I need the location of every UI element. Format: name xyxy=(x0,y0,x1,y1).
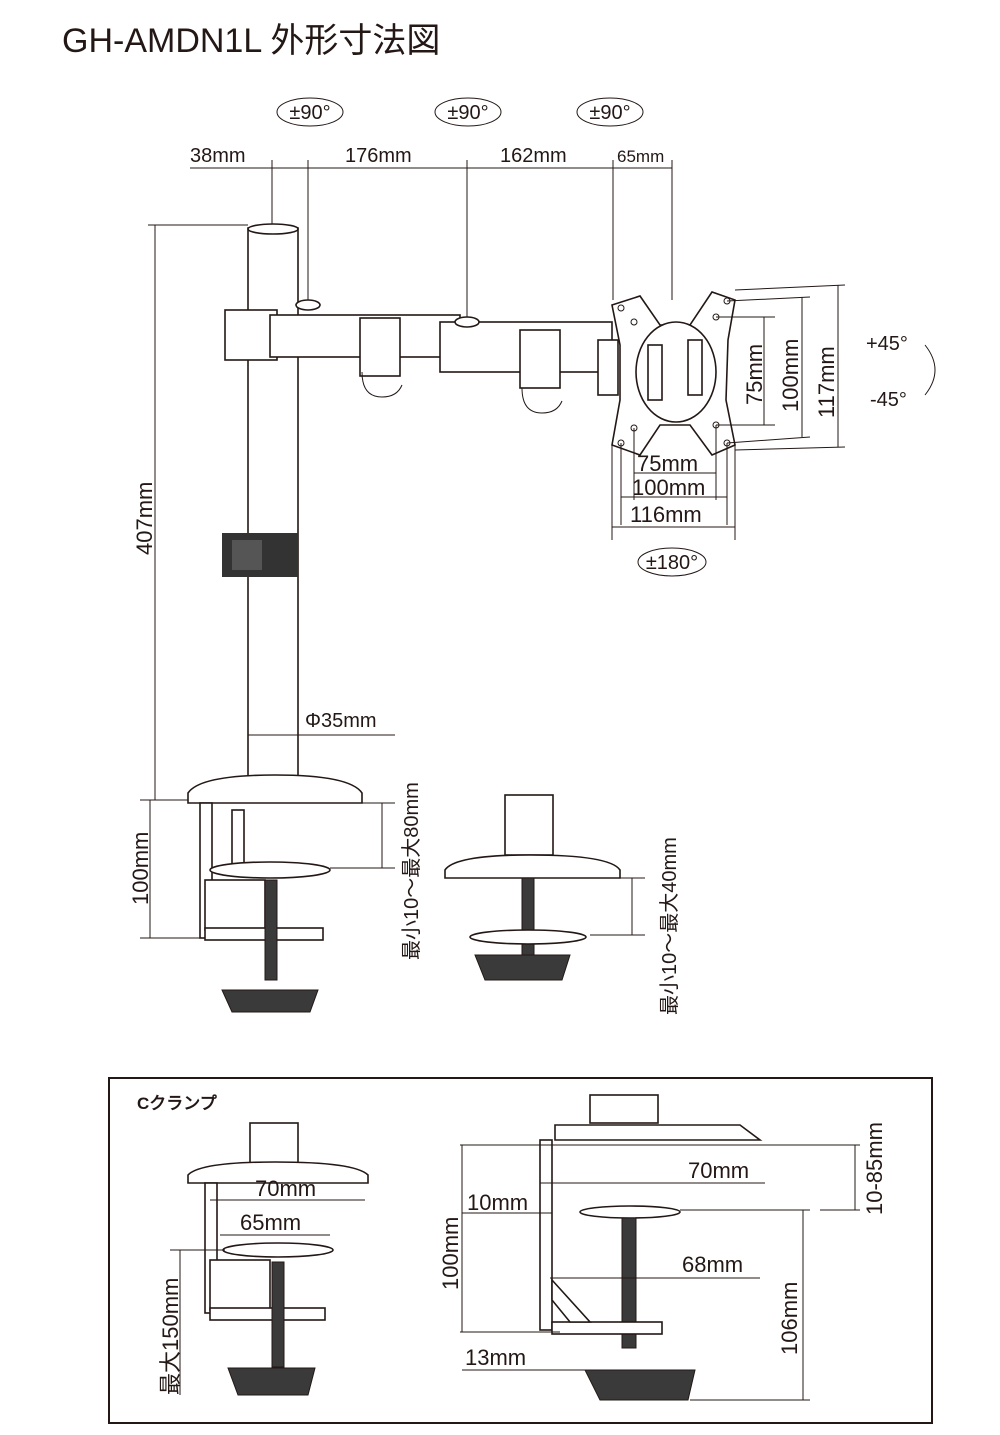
cable-hook xyxy=(521,387,563,414)
c-clamp-side-dimensions: 100mm 70mm 10mm 68mm 13mm 106mm 10-85mm xyxy=(438,1122,887,1401)
tilt-indicator: +45° -45° xyxy=(866,333,936,411)
clamp-alt xyxy=(444,794,621,981)
dim-base-100: 100mm xyxy=(128,832,153,905)
tilt-down: -45° xyxy=(870,389,907,411)
cc-d13: 13mm xyxy=(465,1345,526,1370)
cc-max150: 最大150mm xyxy=(158,1278,183,1395)
dim-162: 162mm xyxy=(500,145,567,167)
vesa-plate xyxy=(611,291,736,456)
dim-176: 176mm xyxy=(345,145,412,167)
cc-h100: 100mm xyxy=(438,1217,463,1290)
rotation-badge-vesa: ±180° xyxy=(637,547,707,577)
c-clamp-title: Cクランプ xyxy=(137,1093,218,1113)
clamp-main xyxy=(187,774,363,1013)
c-clamp-panel xyxy=(108,1077,933,1424)
vesa-h100: 100mm xyxy=(632,475,705,500)
c-clamp-front xyxy=(187,1122,369,1396)
pole xyxy=(222,223,299,789)
cable-hook xyxy=(361,371,403,398)
clamp-knob xyxy=(584,1369,696,1401)
arm xyxy=(224,299,619,414)
rotation-badge-arm1: ±90° xyxy=(276,97,344,127)
dim-diameter: Φ35mm xyxy=(305,710,377,732)
dim-407: 407mm xyxy=(132,482,157,555)
cc-h106: 106mm xyxy=(777,1282,802,1355)
c-clamp-side xyxy=(539,1094,763,1401)
rotation-badge-arm3: ±90° xyxy=(576,97,644,127)
dim-38: 38mm xyxy=(190,145,246,167)
tilt-up: +45° xyxy=(866,333,908,355)
tilt-arrow-icon xyxy=(924,344,936,396)
vesa-vertical-dimensions: 75mm 100mm 117mm xyxy=(716,284,846,451)
pole-height-dimension: 407mm xyxy=(132,224,248,801)
clamp-knob xyxy=(221,989,319,1013)
cc-d68: 68mm xyxy=(682,1252,743,1277)
base-dimensions: 100mm 最小10～最大80mm xyxy=(128,782,423,960)
cc-d10: 10mm xyxy=(467,1190,528,1215)
page-title: GH-AMDN1L 外形寸法図 xyxy=(62,22,440,60)
cc-r10-85: 10-85mm xyxy=(862,1122,887,1215)
clamp-knob xyxy=(474,954,571,981)
dim-65: 65mm xyxy=(617,147,664,166)
vesa-v100: 100mm xyxy=(778,339,803,412)
clamp-alt-dimension: 最小10～最大40mm xyxy=(590,837,681,1015)
clamp-range-2: 最小10～最大40mm xyxy=(658,837,681,1015)
vesa-horizontal-dimensions: 75mm 100mm 116mm xyxy=(611,425,736,540)
clamp-knob xyxy=(227,1367,316,1396)
rotation-label: ±180° xyxy=(646,552,698,574)
rotation-badge-arm2: ±90° xyxy=(434,97,502,127)
rotation-label: ±90° xyxy=(447,102,488,124)
rotation-label: ±90° xyxy=(289,102,330,124)
c-clamp-front-dimensions: 70mm 65mm 最大150mm xyxy=(158,1176,365,1395)
rotation-label: ±90° xyxy=(589,102,630,124)
pole-diameter-dimension: Φ35mm xyxy=(248,710,395,736)
vesa-h116: 116mm xyxy=(630,502,702,527)
cc-w65: 65mm xyxy=(240,1210,301,1235)
vesa-h75: 75mm xyxy=(637,451,698,476)
cc-d70: 70mm xyxy=(688,1158,749,1183)
vesa-v75: 75mm xyxy=(742,344,767,405)
vesa-v117: 117mm xyxy=(814,346,839,418)
clamp-range-1: 最小10～最大80mm xyxy=(400,782,423,960)
arm-dimension-line: 38mm 176mm 162mm 65mm xyxy=(190,145,673,318)
cc-w70: 70mm xyxy=(255,1176,316,1201)
